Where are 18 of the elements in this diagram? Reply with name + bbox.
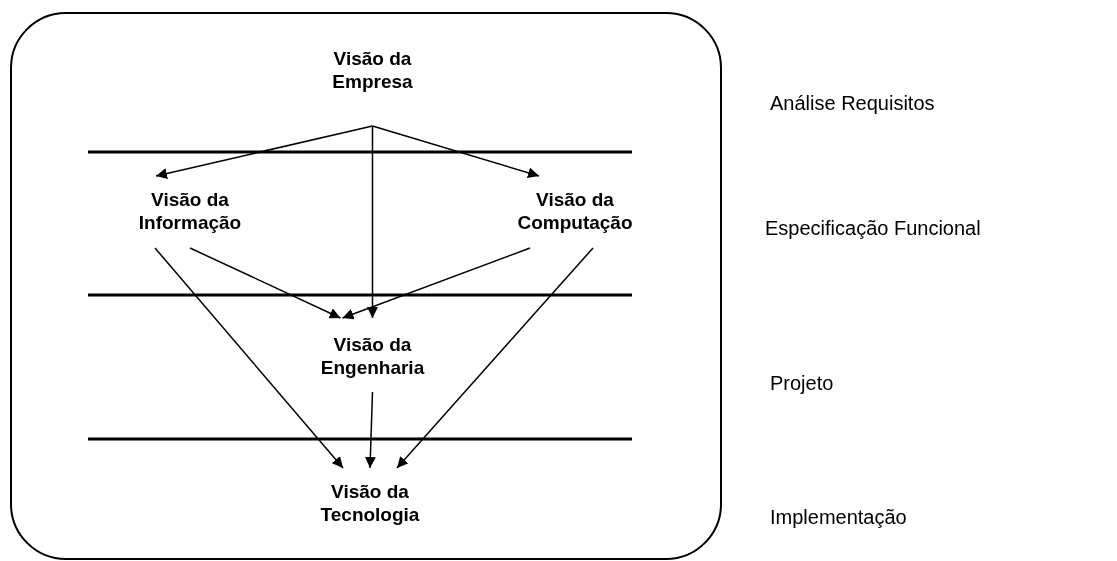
- rounded-frame: [10, 12, 722, 560]
- view-label: Visão da Engenharia: [319, 333, 426, 379]
- phase-label: Especificação Funcional: [765, 217, 981, 240]
- arrow: [189, 247, 342, 319]
- arrow: [364, 391, 376, 469]
- view-label: Visão da Informação: [137, 188, 243, 234]
- arrow: [341, 247, 531, 320]
- view-label: Visão da Tecnologia: [319, 480, 421, 526]
- arrow: [155, 125, 374, 179]
- phase-label: Análise Requisitos: [770, 92, 935, 115]
- arrow: [371, 125, 540, 179]
- phase-label: Implementação: [770, 506, 907, 529]
- phase-label: Projeto: [770, 372, 834, 395]
- arrow: [367, 125, 378, 319]
- arrow: [154, 247, 344, 469]
- view-label: Visão da Computação: [516, 188, 634, 234]
- view-label: Visão da Empresa: [331, 47, 414, 93]
- arrow: [396, 247, 594, 469]
